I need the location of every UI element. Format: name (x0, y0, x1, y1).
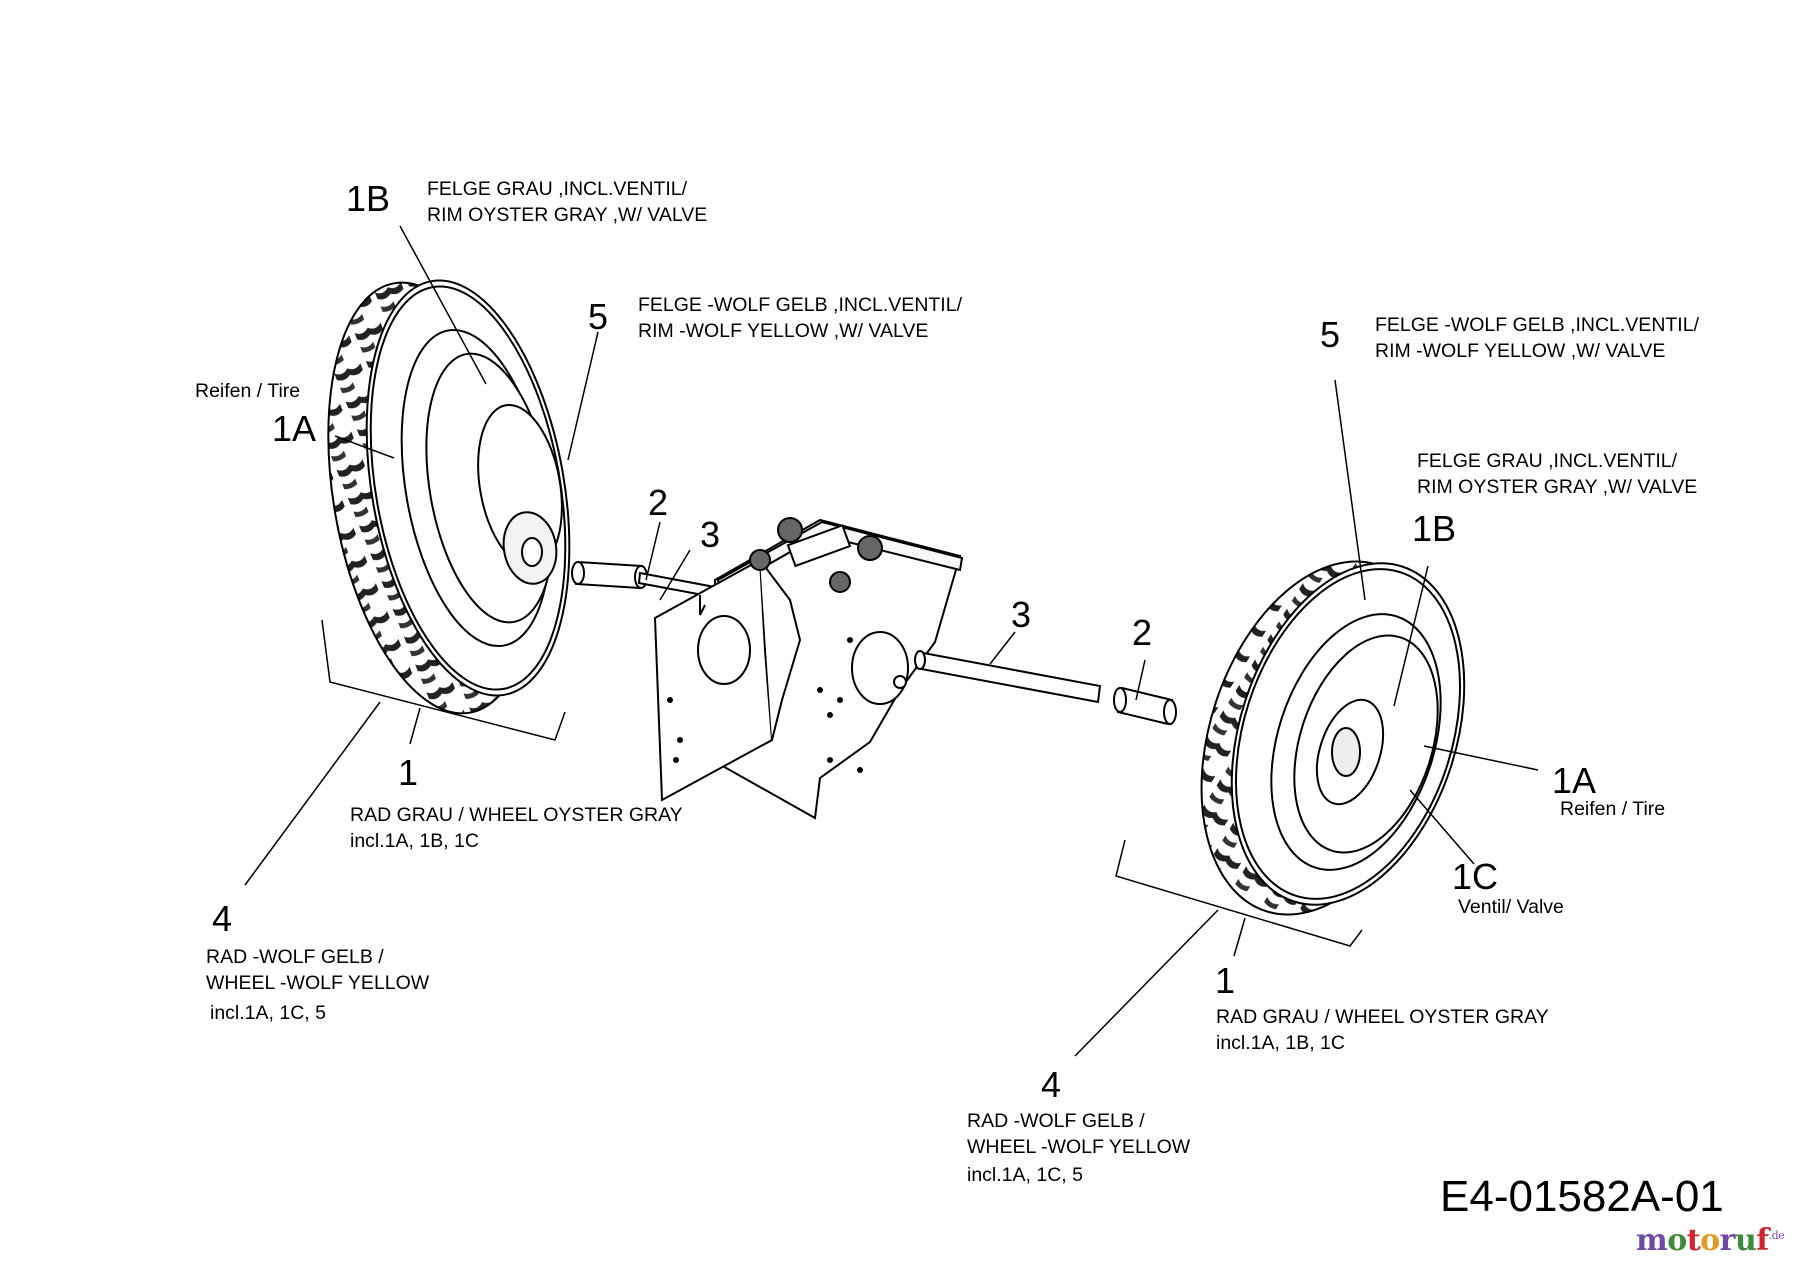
watermark-text: motoruf (1636, 1223, 1769, 1258)
callout-5-left: 5 (588, 296, 609, 337)
callout-3-left: 3 (700, 514, 721, 555)
desc-1b-right-de: FELGE GRAU ,INCL.VENTIL/ (1417, 450, 1678, 472)
desc-1-left: RAD GRAU / WHEEL OYSTER GRAY (350, 804, 683, 826)
desc-4-right-incl: incl.1A, 1C, 5 (967, 1164, 1083, 1186)
watermark-suffix: .de (1768, 1229, 1785, 1242)
callout-1b-right: 1B (1412, 508, 1457, 549)
desc-4-right-de: RAD -WOLF GELB / (967, 1110, 1145, 1132)
desc-5-right-de: FELGE -WOLF GELB ,INCL.VENTIL/ (1375, 314, 1699, 336)
callout-4-right: 4 (1041, 1064, 1062, 1105)
desc-1a-right: Reifen / Tire (1560, 798, 1666, 820)
desc-1-right: RAD GRAU / WHEEL OYSTER GRAY (1216, 1006, 1549, 1028)
desc-1b-left-de: FELGE GRAU ,INCL.VENTIL/ (427, 178, 688, 200)
desc-1-left-incl: incl.1A, 1B, 1C (350, 830, 479, 852)
desc-4-right-en: WHEEL -WOLF YELLOW (967, 1136, 1191, 1158)
auger-housing (653, 517, 964, 820)
callout-2-right: 2 (1132, 612, 1153, 653)
left-wheel (327, 279, 571, 715)
desc-1b-left-en: RIM OYSTER GRAY ,W/ VALVE (427, 204, 708, 226)
callout-1-left: 1 (398, 752, 419, 793)
callout-5-right: 5 (1320, 314, 1341, 355)
right-axle-assembly (914, 650, 1177, 726)
desc-1c-right: Ventil/ Valve (1458, 896, 1564, 918)
leader-lines (244, 225, 1539, 1057)
callout-3-right: 3 (1011, 594, 1032, 635)
desc-1b-right-en: RIM OYSTER GRAY ,W/ VALVE (1417, 476, 1698, 498)
desc-4-left-de: RAD -WOLF GELB / (206, 946, 384, 968)
callout-2-left: 2 (648, 482, 669, 523)
watermark-logo: motoruf.de (1636, 1223, 1785, 1259)
housing-holes (667, 637, 863, 773)
desc-5-left-en: RIM -WOLF YELLOW ,W/ VALVE (638, 320, 929, 342)
desc-4-left-en: WHEEL -WOLF YELLOW (206, 972, 430, 994)
callout-1c-right: 1C (1452, 856, 1499, 897)
callout-1-right: 1 (1215, 960, 1236, 1001)
callout-1a-right: 1A (1552, 760, 1597, 801)
callout-4-left: 4 (212, 898, 233, 939)
left-axle-assembly (571, 560, 722, 600)
desc-5-right-en: RIM -WOLF YELLOW ,W/ VALVE (1375, 340, 1666, 362)
callout-1a-left: 1A (272, 408, 317, 449)
callout-1b-left: 1B (346, 178, 391, 219)
desc-4-left-incl: incl.1A, 1C, 5 (210, 1002, 326, 1024)
desc-1-right-incl: incl.1A, 1B, 1C (1216, 1032, 1345, 1054)
desc-1a-left: Reifen / Tire (195, 380, 301, 402)
right-wheel (1200, 560, 1466, 916)
desc-5-left-de: FELGE -WOLF GELB ,INCL.VENTIL/ (638, 294, 962, 316)
drawing-code: E4-01582A-01 (1440, 1172, 1724, 1221)
